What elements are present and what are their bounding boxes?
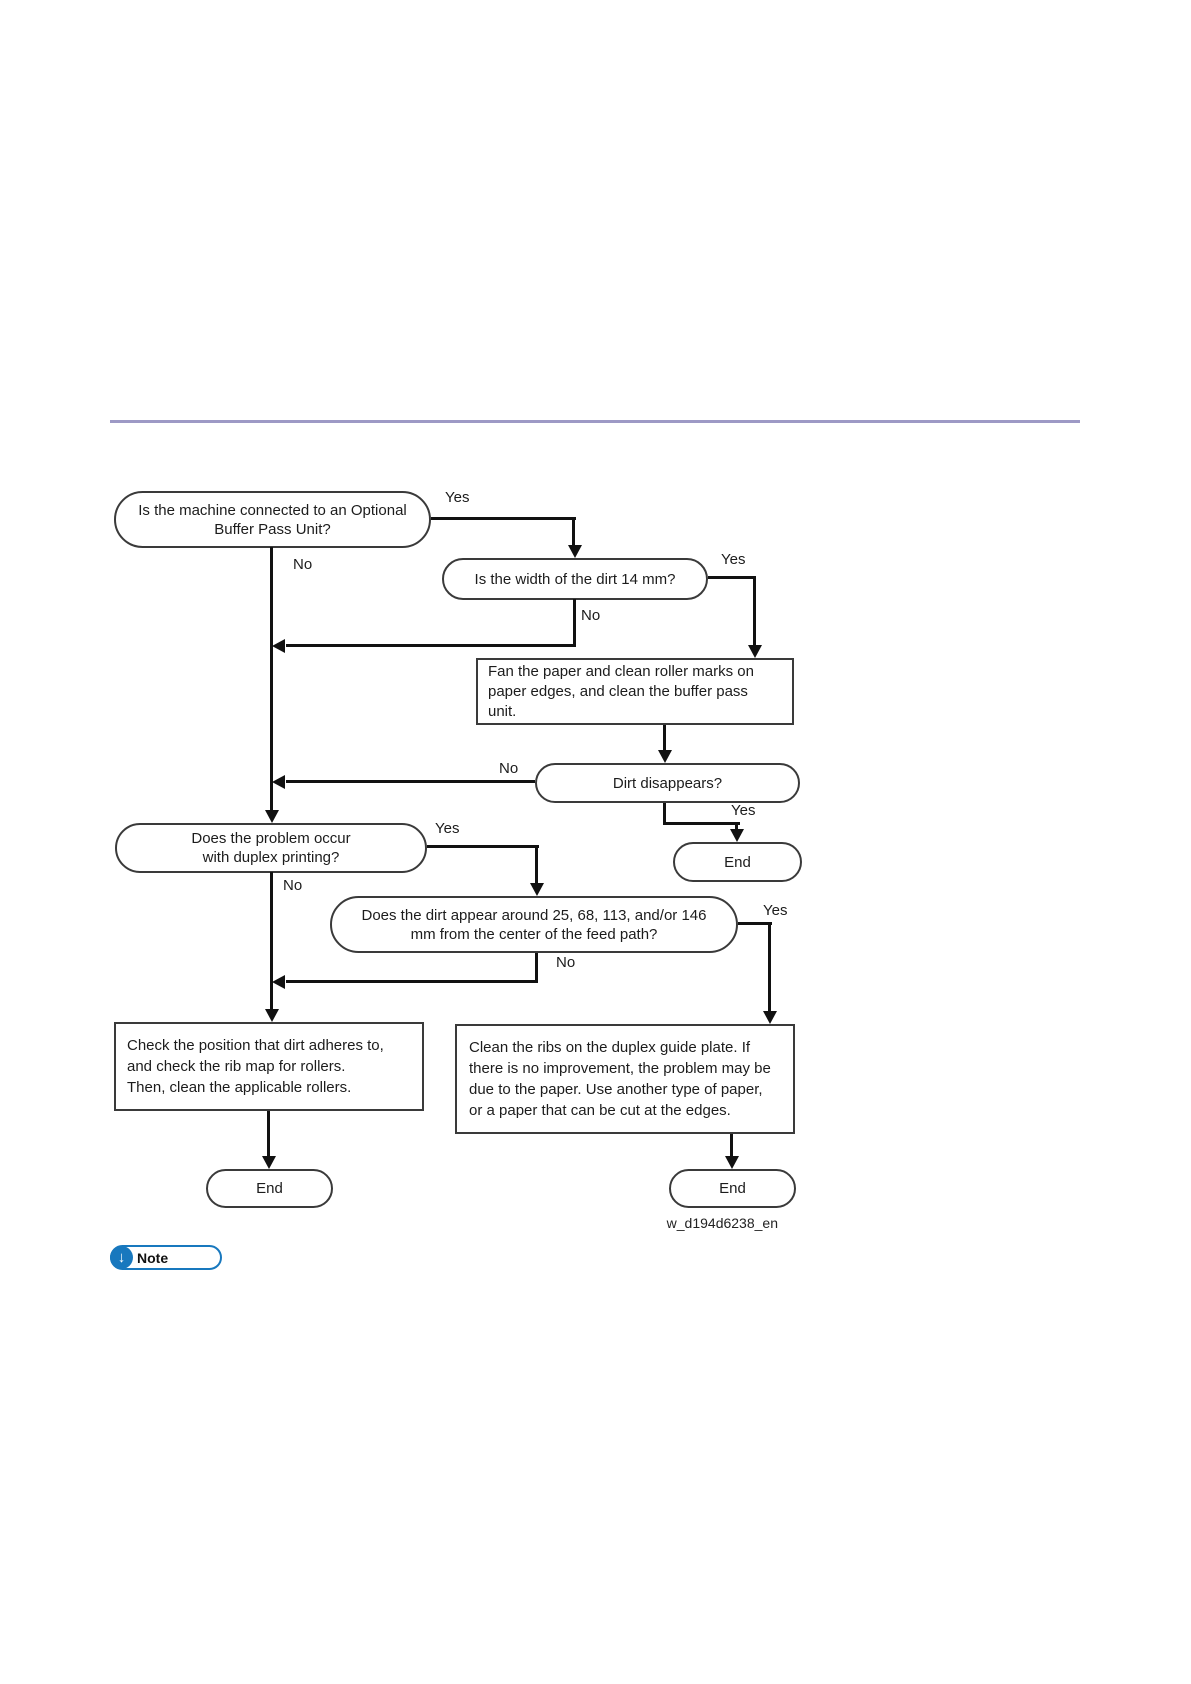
terminator-end-left: End xyxy=(206,1169,333,1208)
flow-line-buffer-yes-h xyxy=(431,517,576,520)
flow-line-dirtwidth-yes-v xyxy=(753,576,756,647)
flow-line-dirtwidth-no-h xyxy=(286,644,576,647)
decision-dirt-width: Is the width of the dirt 14 mm? xyxy=(442,558,708,600)
branch-label-no: No xyxy=(581,607,601,624)
arrowhead-into-end-left xyxy=(262,1156,276,1169)
terminator-end-top: End xyxy=(673,842,802,882)
flow-line-check-to-end xyxy=(267,1111,270,1158)
down-arrow-icon: ↓ xyxy=(110,1246,133,1269)
branch-label-yes: Yes xyxy=(435,820,460,837)
arrowhead-dirtwidth-no xyxy=(272,639,285,653)
branch-label-yes: Yes xyxy=(731,802,756,819)
flow-line-buffer-yes-v xyxy=(572,517,575,546)
flow-line-ribs-to-end xyxy=(730,1134,733,1158)
note-label: Note xyxy=(137,1249,169,1266)
branch-label-yes: Yes xyxy=(721,551,746,568)
process-check-rollers: Check the position that dirt adheres to,… xyxy=(114,1022,424,1111)
branch-label-no: No xyxy=(499,760,519,777)
decision-dirt-disappears: Dirt disappears? xyxy=(535,763,800,803)
flow-line-disappears-yes-v2 xyxy=(735,822,738,832)
arrowhead-into-end-top xyxy=(730,829,744,842)
decision-dirt-positions: Does the dirt appear around 25, 68, 113,… xyxy=(330,896,738,953)
branch-label-no: No xyxy=(556,954,576,971)
note-badge: ↓ Note xyxy=(110,1245,222,1270)
process-clean-ribs: Clean the ribs on the duplex guide plate… xyxy=(455,1024,795,1134)
arrowhead-into-disappears xyxy=(658,750,672,763)
decision-buffer-pass-unit: Is the machine connected to an Optional … xyxy=(114,491,431,548)
branch-label-yes: Yes xyxy=(445,489,470,506)
flow-line-positions-no-v xyxy=(535,953,538,983)
arrowhead-into-dirt-width xyxy=(568,545,582,558)
section-divider-rule xyxy=(110,420,1080,423)
down-arrow-glyph: ↓ xyxy=(117,1249,126,1266)
flow-line-disappears-yes-h xyxy=(663,822,740,825)
arrowhead-into-dirt-positions xyxy=(530,883,544,896)
figure-id-caption: w_d194d6238_en xyxy=(666,1215,778,1231)
flow-line-main-no-v2 xyxy=(270,872,273,1011)
branch-label-no: No xyxy=(283,877,303,894)
branch-label-no: No xyxy=(293,556,313,573)
flow-line-duplex-yes-h xyxy=(427,845,539,848)
flow-line-main-no-v1 xyxy=(270,547,273,812)
arrowhead-into-end-right xyxy=(725,1156,739,1169)
flow-line-duplex-yes-v xyxy=(535,845,538,885)
arrowhead-positions-no xyxy=(272,975,285,989)
arrowhead-into-duplex xyxy=(265,810,279,823)
flow-line-dirtwidth-yes-h xyxy=(708,576,756,579)
arrowhead-into-check-rollers xyxy=(265,1009,279,1022)
branch-label-yes: Yes xyxy=(763,902,788,919)
flow-line-dirtwidth-no-v xyxy=(573,599,576,647)
flow-line-disappears-no-h xyxy=(286,780,535,783)
terminator-end-right: End xyxy=(669,1169,796,1208)
flow-line-disappears-yes-v1 xyxy=(663,803,666,825)
process-fan-paper: Fan the paper and clean roller marks on … xyxy=(476,658,794,725)
arrowhead-into-clean-ribs xyxy=(763,1011,777,1024)
decision-duplex-printing: Does the problem occur with duplex print… xyxy=(115,823,427,873)
arrowhead-disappears-no xyxy=(272,775,285,789)
flow-line-positions-yes-v xyxy=(768,922,771,1012)
flow-line-fan-to-disappears xyxy=(663,725,666,752)
arrowhead-into-fan-paper xyxy=(748,645,762,658)
flow-line-positions-yes-h xyxy=(738,922,772,925)
flow-line-positions-no-h xyxy=(286,980,538,983)
